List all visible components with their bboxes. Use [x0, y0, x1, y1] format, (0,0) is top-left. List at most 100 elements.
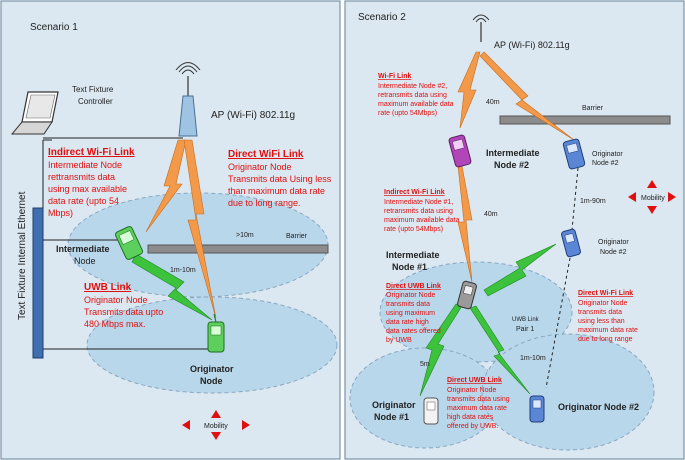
s2-dist-1-90m: 1m-90m — [580, 198, 606, 205]
wifi-link-indirect — [145, 139, 187, 233]
s2-indirect-line-3: maximum available data — [384, 217, 460, 224]
s2-indirect-line-1: Intermediate Node #1, — [384, 199, 453, 206]
ap-tower-icon — [175, 62, 201, 137]
s2-wifi-title: Wi-Fi Link — [378, 73, 411, 80]
originator-label-1: Originator — [190, 364, 234, 374]
scenario1-title: Scenario 1 — [30, 22, 78, 33]
s1-indirect-line-4: data rate (upto 54 — [48, 196, 119, 206]
s2-wifi-line-3: maximum available data — [378, 101, 454, 108]
originator-phone-icon — [207, 313, 225, 353]
s1-direct-line-2: Transmits data Using less — [228, 174, 332, 184]
dist-10m-label: >10m — [236, 232, 254, 239]
s1-indirect-title: Indirect Wi-Fi Link — [48, 147, 135, 158]
originator-mid-phone-icon — [561, 228, 581, 258]
s2-ap-label: AP (Wi-Fi) 802.11g — [494, 40, 570, 50]
s2-orig2-label: Originator Node #2 — [558, 402, 639, 412]
s2-uwb-int1-to-orig-mid — [483, 243, 557, 297]
barrier-label: Barrier — [286, 233, 308, 240]
s2-dist-1-10m: 1m-10m — [520, 355, 546, 362]
s2-orig1-label-2: Node #1 — [374, 412, 409, 422]
s1-direct-line-3: than maximum data rate — [228, 186, 325, 196]
s2-direct-uwb-1-line-6: by UWB — [386, 337, 412, 344]
s2-direct-uwb-2-line-1: Originator Node — [447, 387, 497, 394]
s2-uwb-pair-1: UWB Link — [512, 317, 540, 323]
s2-wifi-line-2: retransmits data using — [378, 92, 447, 99]
intermediate-phone-icon — [114, 226, 144, 260]
s2-direct-wifi-line-1: Originator Node — [578, 300, 628, 307]
s2-dist-5m: 5m — [420, 361, 430, 368]
s2-int2-label-1: Intermediate — [486, 148, 540, 158]
s2-dist-40m-mid: 40m — [484, 211, 498, 218]
s2-orig-mid-label-2: Node #2 — [600, 249, 627, 256]
s2-int1-label-1: Intermediate — [386, 250, 440, 260]
s2-direct-uwb-2-line-5: offered by UWB. — [447, 423, 498, 430]
s2-direct-uwb-1-line-5: data rates offered — [386, 328, 441, 335]
laptop-icon — [10, 91, 59, 135]
s2-barrier-bar — [499, 115, 671, 125]
barrier-bar — [147, 244, 329, 254]
s2-direct-wifi-line-5: due to long range — [578, 336, 633, 343]
s1-indirect-line-5: Mbps) — [48, 208, 73, 218]
scenario2-title: Scenario 2 — [358, 12, 406, 23]
s2-mobility-arrows-icon — [628, 180, 676, 214]
s2-wifi-ap-to-int2 — [457, 51, 481, 129]
originator2-phone-icon — [529, 395, 545, 423]
controller-label-2: Controller — [78, 97, 113, 106]
s2-direct-uwb-1-line-1: Originator Node — [386, 292, 436, 299]
s2-int1-label-2: Node #1 — [392, 262, 427, 272]
s2-wifi-int2-to-int1 — [457, 165, 473, 283]
s2-direct-uwb-2-line-2: transmits data using — [447, 396, 510, 403]
coverage-ellipse-originator2 — [481, 333, 655, 451]
wifi-link-direct — [183, 139, 217, 319]
s2-wifi-line-4: rate (upto 54Mbps) — [378, 110, 437, 117]
s2-uwb-int1-to-orig1 — [419, 303, 463, 397]
originator-label-2: Node — [200, 376, 223, 386]
s2-dist-40m-top: 40m — [486, 99, 500, 106]
dist-1-10m-label: 1m-10m — [170, 267, 196, 274]
s1-direct-title: Direct WiFi Link — [228, 149, 304, 160]
ethernet-bar — [32, 207, 44, 359]
s2-orig1-label-1: Originator — [372, 400, 416, 410]
s2-orig-top-label-2: Node #2 — [592, 160, 619, 167]
ethernet-label: Text Fixture Internal Ethernet — [17, 191, 28, 320]
s2-dashed-path — [571, 167, 579, 231]
s2-direct-wifi-line-4: maximum data rate — [578, 327, 638, 334]
s1-direct-line-4: due to long range. — [228, 198, 301, 208]
s2-orig-top-label-1: Originator — [592, 151, 623, 158]
s1-indirect-line-1: Intermediate Node — [48, 160, 122, 170]
intermediate-label-1: Intermediate — [56, 244, 110, 254]
s2-direct-uwb-2-line-3: maximum data rate — [447, 405, 507, 412]
s2-direct-wifi-title: Direct Wi-Fi Link — [578, 290, 633, 297]
intermediate2-phone-icon — [448, 134, 472, 168]
s1-indirect-line-2: rettransmits data — [48, 172, 115, 182]
originator1-phone-icon — [423, 397, 439, 425]
ap-antenna-icon — [472, 14, 490, 42]
mobility-label: Mobility — [204, 423, 228, 430]
s2-direct-uwb-1-line-2: transmits data — [386, 301, 430, 308]
s2-uwb-int1-to-orig2 — [469, 305, 531, 395]
s2-barrier-label: Barrier — [582, 105, 604, 112]
s2-indirect-line-2: retransmits data using — [384, 208, 453, 215]
s1-uwb-line-1: Originator Node — [84, 295, 148, 305]
s1-uwb-title: UWB Link — [84, 282, 132, 293]
mobility-arrows-icon — [182, 410, 250, 440]
intermediate-label-2: Node — [74, 256, 96, 266]
s2-orig-mid-label-1: Originator — [598, 239, 629, 246]
controller-label-1: Text Fixture — [72, 85, 114, 94]
intermediate1-phone-icon — [457, 280, 477, 310]
s1-uwb-line-3: 480 Mbps max. — [84, 319, 146, 329]
s2-direct-uwb-1-title: Direct UWB Link — [386, 283, 441, 290]
s2-uwb-pair-2: Pair 1 — [516, 326, 534, 333]
s1-uwb-line-2: Transmits data upto — [84, 307, 163, 317]
s2-wifi-line-1: Intermediate Node #2, — [378, 83, 447, 90]
s2-dashed-path-2 — [545, 257, 571, 389]
s2-indirect-line-4: rate (upto 54Mbps) — [384, 226, 443, 233]
s1-indirect-line-3: using max available — [48, 184, 127, 194]
s2-direct-uwb-1-line-3: using maximum — [386, 310, 435, 317]
s2-mobility-label: Mobility — [641, 195, 665, 202]
s2-direct-wifi-line-3: using less than — [578, 318, 625, 325]
ap-label: AP (Wi-Fi) 802.11g — [211, 110, 295, 121]
s2-direct-wifi-line-2: transmits data — [578, 309, 622, 316]
s2-direct-uwb-2-line-4: high data rates — [447, 414, 494, 421]
